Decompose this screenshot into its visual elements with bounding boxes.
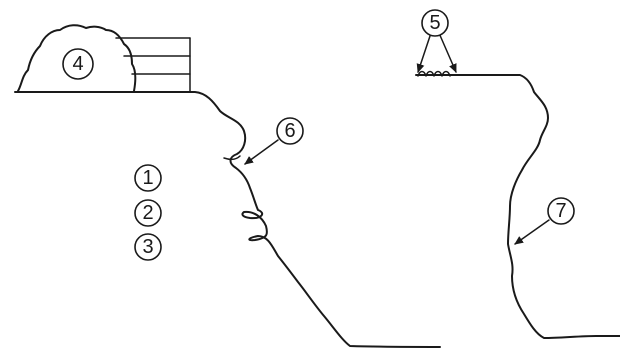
callout-1-label: 1: [142, 167, 153, 189]
callout-7-label: 7: [555, 200, 566, 222]
callout-2: 2: [135, 200, 161, 226]
callout-4-label: 4: [72, 53, 83, 75]
callout-5-label: 5: [429, 12, 440, 34]
arrow-6: [245, 140, 278, 164]
arrow-5-right: [439, 33, 456, 72]
arrow-7: [515, 220, 549, 244]
left-cliff-profile: [15, 92, 440, 347]
callout-5: 5: [422, 10, 448, 36]
callout-4: 4: [63, 49, 93, 79]
arrow-5-left: [418, 33, 431, 72]
callout-3-label: 3: [142, 236, 153, 258]
callout-6: 6: [277, 118, 303, 144]
callout-3: 3: [135, 234, 161, 260]
callout-1: 1: [135, 165, 161, 191]
callout-6-label: 6: [284, 120, 295, 142]
callout-2-label: 2: [142, 202, 153, 224]
callout-7: 7: [548, 198, 574, 224]
right-cliff-profile: [416, 75, 620, 338]
